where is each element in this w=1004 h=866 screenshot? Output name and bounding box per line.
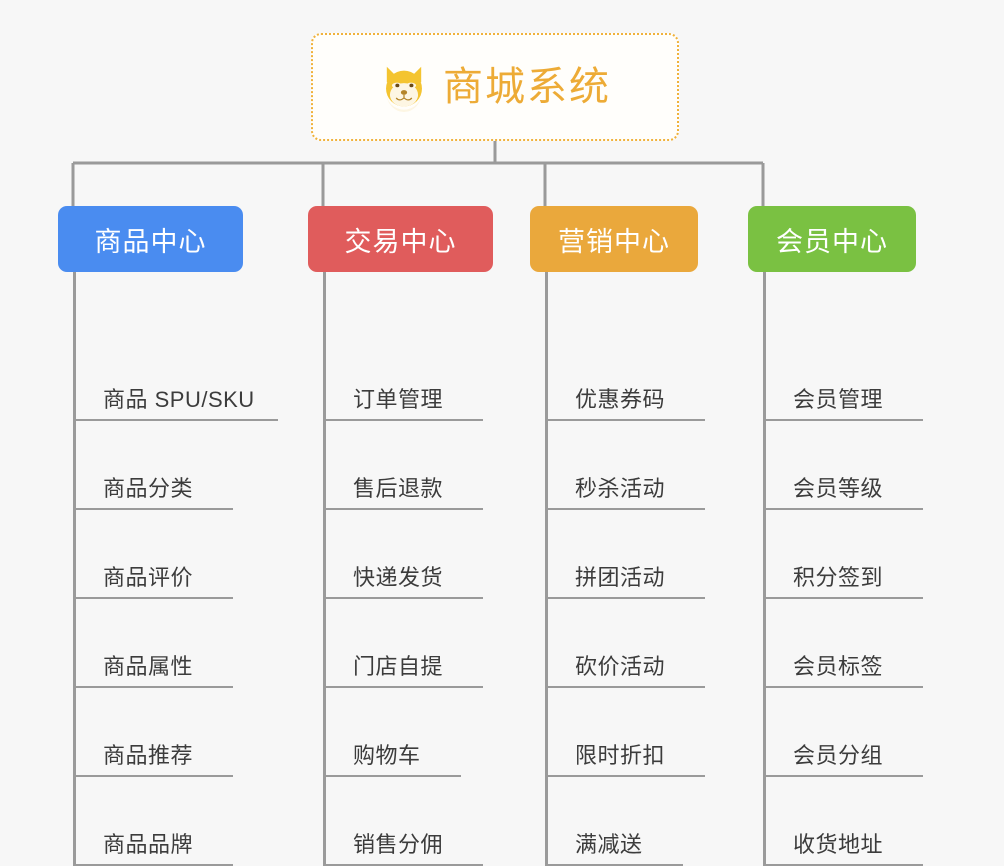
leaf-item-rule bbox=[763, 508, 923, 510]
leaf-item-label: 优惠券码 bbox=[575, 387, 666, 412]
leaf-item-rule bbox=[763, 686, 923, 688]
leaf-item-label: 购物车 bbox=[353, 743, 421, 768]
leaf-item-label: 门店自提 bbox=[353, 654, 444, 679]
leaf-item-rule bbox=[73, 419, 278, 421]
branch-header-label: 商品中心 bbox=[94, 226, 207, 257]
leaf-item-rule bbox=[763, 419, 923, 421]
leaf-item-rule bbox=[763, 775, 923, 777]
branch-trunk-member-center bbox=[763, 272, 766, 866]
leaf-item-label: 商品推荐 bbox=[103, 743, 194, 768]
leaf-item-label: 商品属性 bbox=[103, 654, 194, 679]
branch-product-center: 商品中心商品 SPU/SKU 商品分类商品评价商品属性商品推荐商品品牌 bbox=[58, 206, 278, 866]
leaf-item-label: 收货地址 bbox=[793, 832, 884, 857]
shiba-dog-face-icon bbox=[379, 62, 429, 112]
leaf-item-rule bbox=[323, 686, 483, 688]
root-title: 商城系统 bbox=[443, 65, 611, 109]
leaf-item-label: 限时折扣 bbox=[575, 743, 666, 768]
branch-trunk-marketing-center bbox=[545, 272, 548, 866]
leaf-item-label: 会员标签 bbox=[793, 654, 884, 679]
leaf-item-label: 秒杀活动 bbox=[575, 476, 666, 501]
branch-header-label: 营销中心 bbox=[558, 226, 670, 257]
leaf-item-rule bbox=[323, 419, 483, 421]
leaf-item-label: 会员等级 bbox=[793, 476, 884, 501]
mindmap-canvas: 商城系统 商品中心商品 SPU/SKU 商品分类商品评价商品属性商品推荐商品品牌 交… bbox=[58, 33, 923, 866]
leaf-item-rule bbox=[545, 775, 705, 777]
leaf-item-label: 商品品牌 bbox=[103, 832, 194, 857]
leaf-item-rule bbox=[545, 419, 705, 421]
leaf-item-label: 拼团活动 bbox=[575, 565, 666, 590]
leaf-item-label: 快递发货 bbox=[353, 565, 444, 590]
leaf-item-rule bbox=[73, 597, 233, 599]
branch-member-center: 会员中心会员管理会员等级积分签到会员标签会员分组收货地址 bbox=[748, 206, 923, 866]
tree-connector-path bbox=[71, 141, 765, 206]
branch-header-marketing-center[interactable]: 营销中心 bbox=[530, 206, 698, 272]
leaf-item-label: 销售分佣 bbox=[353, 832, 444, 857]
branch-header-trade-center[interactable]: 交易中心 bbox=[308, 206, 493, 272]
leaf-item-rule bbox=[73, 686, 233, 688]
leaf-item-rule bbox=[73, 508, 233, 510]
leaf-item-rule bbox=[323, 597, 483, 599]
leaf-item-label: 会员管理 bbox=[793, 387, 884, 412]
leaf-item-rule bbox=[545, 597, 705, 599]
leaf-item-label: 商品评价 bbox=[103, 565, 194, 590]
leaf-item-label: 满减送 bbox=[575, 832, 643, 857]
branch-header-product-center[interactable]: 商品中心 bbox=[58, 206, 243, 272]
branch-trunk-trade-center bbox=[323, 272, 326, 866]
leaf-item-label: 会员分组 bbox=[793, 743, 884, 768]
leaf-item-label: 售后退款 bbox=[353, 476, 444, 501]
leaf-item-rule bbox=[323, 775, 461, 777]
leaf-item-label: 砍价活动 bbox=[575, 654, 666, 679]
root-node[interactable]: 商城系统 bbox=[311, 33, 679, 141]
branch-trunk-product-center bbox=[73, 272, 76, 866]
leaf-item-rule bbox=[73, 775, 233, 777]
branch-marketing-center: 营销中心优惠券码秒杀活动拼团活动砍价活动限时折扣满减送 bbox=[530, 206, 705, 866]
branch-trade-center: 交易中心订单管理售后退款快递发货门店自提购物车销售分佣 bbox=[308, 206, 493, 866]
branch-header-member-center[interactable]: 会员中心 bbox=[748, 206, 916, 272]
leaf-item-label: 积分签到 bbox=[793, 565, 884, 590]
leaf-item-rule bbox=[763, 597, 923, 599]
leaf-item-rule bbox=[545, 508, 705, 510]
leaf-item-label: 商品 SPU/SKU bbox=[103, 387, 255, 412]
branch-header-label: 交易中心 bbox=[344, 226, 457, 257]
leaf-item-label: 订单管理 bbox=[353, 387, 444, 412]
leaf-item-label: 商品分类 bbox=[103, 476, 194, 501]
leaf-item-rule bbox=[545, 686, 705, 688]
leaf-item-rule bbox=[323, 508, 483, 510]
branch-header-label: 会员中心 bbox=[776, 226, 888, 257]
